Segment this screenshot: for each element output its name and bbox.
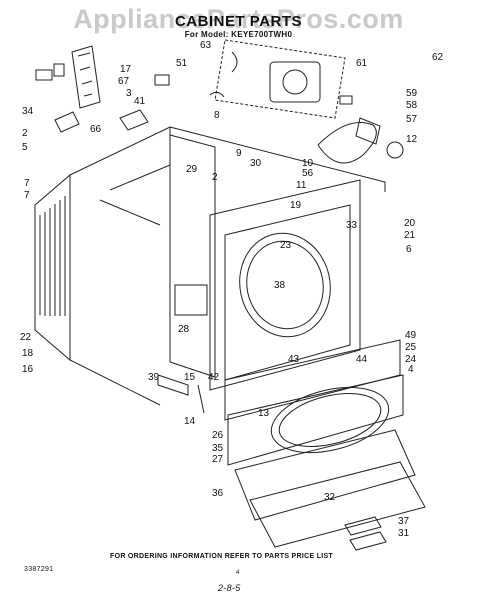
- callout: 11: [296, 180, 307, 191]
- callout: 37: [398, 516, 410, 527]
- callout: 38: [274, 280, 286, 291]
- motor-bracket-assembly: [154, 39, 353, 119]
- callout: 20: [404, 218, 416, 229]
- callout: 36: [212, 488, 224, 499]
- callout: 3: [126, 88, 132, 99]
- callout: 63: [200, 40, 212, 51]
- callout: 10: [302, 158, 314, 169]
- callout: 23: [280, 240, 292, 251]
- callout: 62: [432, 52, 444, 63]
- callout: 35: [212, 443, 224, 454]
- page-title: CABINET PARTS: [174, 13, 303, 30]
- callout: 59: [406, 88, 418, 99]
- callout: 9: [236, 148, 242, 159]
- callout: 5: [22, 142, 28, 153]
- callout: 27: [212, 454, 224, 465]
- callout: 13: [258, 408, 270, 419]
- callout: 44: [356, 354, 368, 365]
- callout: 21: [404, 230, 416, 241]
- callout: 42: [208, 372, 220, 383]
- callout: 32: [324, 492, 336, 503]
- callout: 6: [406, 244, 412, 255]
- callout: 26: [212, 430, 224, 441]
- callout: 22: [20, 332, 32, 343]
- callout: 33: [346, 220, 358, 231]
- callout: 7: [24, 178, 30, 189]
- callout: 51: [176, 58, 188, 69]
- callout: 49: [405, 330, 417, 341]
- callout: 25: [405, 342, 417, 353]
- callout: 57: [406, 114, 418, 125]
- callout: 34: [22, 106, 34, 117]
- callout: 12: [406, 134, 418, 145]
- callout: 24: [405, 354, 417, 365]
- model-line: For Model: KEYE700TWH0: [184, 30, 293, 39]
- callout: 31: [398, 528, 410, 539]
- callout: 7: [24, 190, 30, 201]
- rear-bracket-parts: [35, 45, 149, 133]
- callout: 2: [212, 172, 218, 183]
- callout: 56: [302, 168, 314, 179]
- callout: 43: [288, 354, 300, 365]
- callout: 28: [178, 324, 190, 335]
- callout: 29: [186, 164, 198, 175]
- date-code: 2-8-5: [218, 583, 241, 593]
- callout: 16: [22, 364, 34, 375]
- callout: 4: [408, 364, 414, 375]
- callout: 61: [356, 58, 368, 69]
- callout: 18: [22, 348, 34, 359]
- callout: 66: [90, 124, 102, 135]
- ordering-note: FOR ORDERING INFORMATION REFER TO PARTS …: [110, 553, 334, 560]
- callout: 30: [250, 158, 262, 169]
- callout: 19: [290, 200, 302, 211]
- callout: 17: [120, 64, 132, 75]
- callout: 41: [134, 96, 146, 107]
- cabinet-body: [34, 126, 386, 406]
- callout: 14: [184, 416, 196, 427]
- toe-panel-and-door: [197, 339, 426, 551]
- watermark: AppliancePartsPros.com: [73, 4, 404, 34]
- page-number: 4: [236, 570, 240, 576]
- front-panel: [209, 179, 361, 391]
- callout-labels: 17 51 63 62 61 34 67 3 41 8 59 58 57 12 …: [20, 40, 444, 539]
- drive-belt: [317, 117, 404, 164]
- callout: 2: [22, 128, 28, 139]
- callout: 67: [118, 76, 130, 87]
- callout: 15: [184, 372, 196, 383]
- callout: 58: [406, 100, 418, 111]
- document-id: 3387291: [24, 566, 54, 573]
- callout: 8: [214, 110, 220, 121]
- callout: 39: [148, 372, 160, 383]
